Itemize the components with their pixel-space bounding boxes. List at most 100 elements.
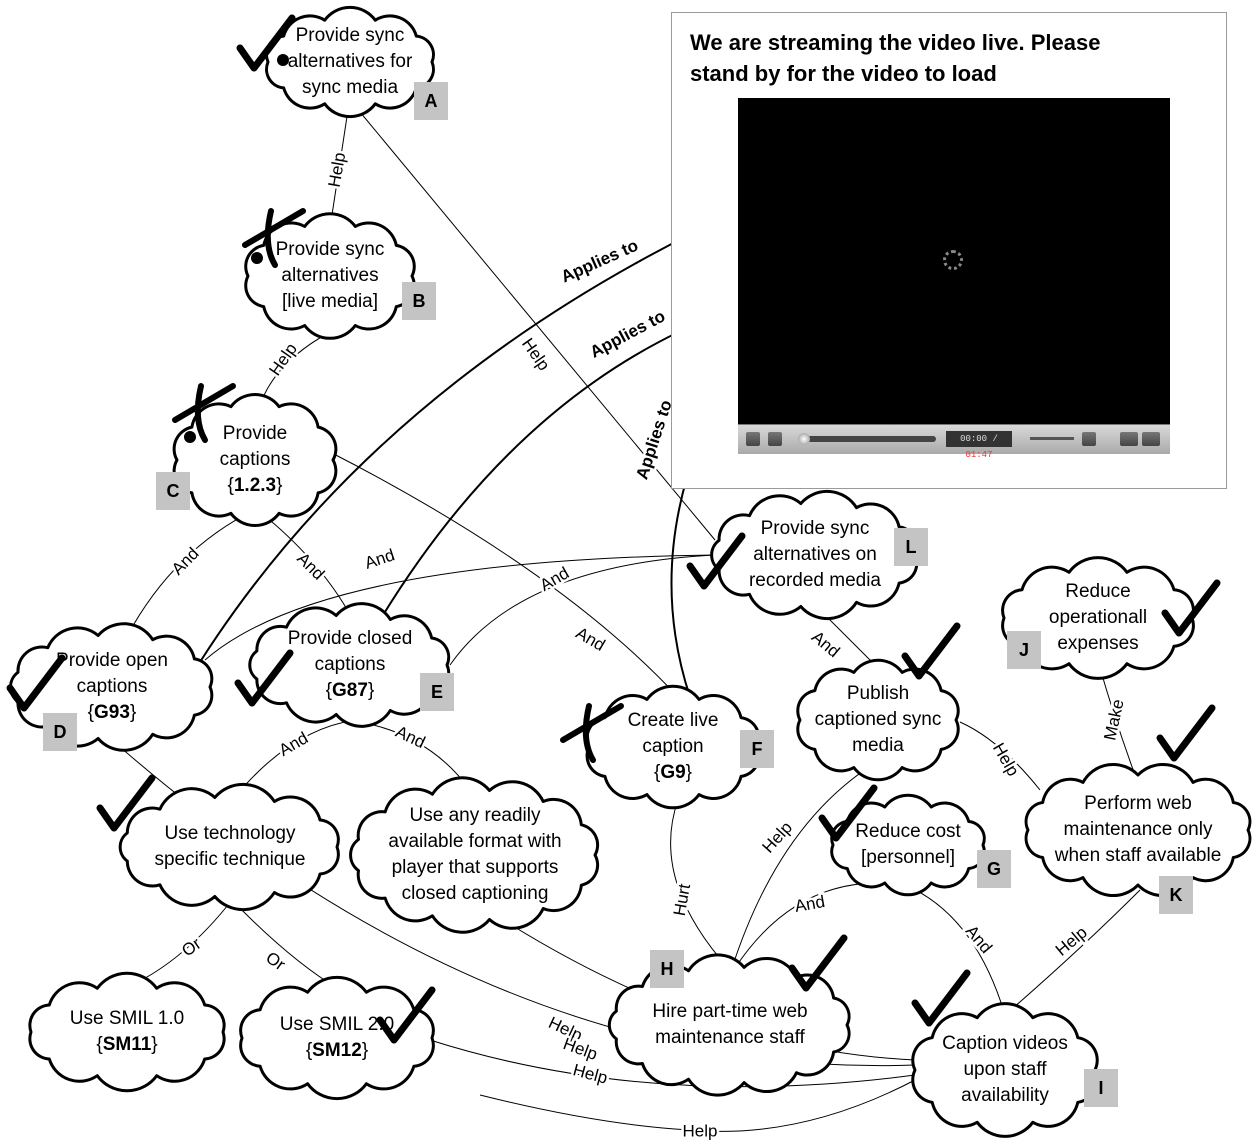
svg-text:F: F — [752, 739, 763, 759]
video-player[interactable] — [738, 98, 1170, 424]
goal-node-s2[interactable]: Use SMIL 2.0{SM12} — [239, 975, 436, 1101]
edge-p-l-label: And — [808, 627, 843, 661]
goal-label-line: closed captioning — [402, 883, 549, 904]
time-separator: / — [987, 434, 998, 444]
goal-label-line: {G9} — [654, 762, 692, 783]
edge-l-a — [359, 111, 716, 541]
check-mark-icon — [818, 784, 878, 842]
seek-handle[interactable] — [798, 433, 810, 445]
edge-e-video — [379, 310, 727, 621]
cross-mark-icon — [560, 703, 624, 763]
time-display: 00:00 / 01:47 — [946, 431, 1012, 460]
edge-k-j-label: Make — [1100, 697, 1127, 742]
goal-label-line: available format with — [388, 831, 561, 852]
edge-i-s2-label: Help — [571, 1060, 610, 1087]
goal-label-line: expenses — [1057, 633, 1138, 654]
goal-id-badge: A — [414, 82, 448, 120]
goal-node-s1[interactable]: Use SMIL 1.0{SM11} — [28, 971, 226, 1093]
goal-label-line: Caption videos — [942, 1033, 1068, 1054]
edge-i-g-label: And — [962, 922, 996, 957]
goal-label-line: Provide open — [56, 650, 168, 671]
goal-cloud-shape — [118, 782, 340, 912]
check-mark-icon — [901, 622, 961, 680]
goal-cloud-shape — [239, 975, 435, 1101]
goal-label-line: {1.2.3} — [228, 475, 283, 496]
edge-d-l — [204, 554, 716, 661]
popout-icon[interactable] — [1142, 432, 1160, 446]
edge-s2-t1-label: Or — [262, 948, 289, 975]
goal-label-line: captions — [315, 654, 386, 675]
goal-label-line: [personnel] — [861, 847, 955, 868]
edge-t1-e — [234, 719, 356, 798]
seek-bar[interactable] — [800, 436, 936, 442]
edge-t2-e-label: And — [393, 722, 428, 752]
goal-label-line: Reduce — [1065, 581, 1131, 602]
goal-label-line: {SM11} — [96, 1034, 157, 1055]
edge-c-b-label: Help — [265, 340, 301, 380]
goal-label-line: Publish — [847, 683, 909, 704]
goal-label-line: captioned sync — [815, 709, 942, 730]
goal-cloud-shape — [28, 971, 226, 1093]
fullscreen-icon[interactable] — [1120, 432, 1138, 446]
edge-e-video-label: Applies to — [587, 306, 668, 361]
video-panel: We are streaming the video live. Please … — [671, 12, 1227, 489]
edge-i-k-label: Help — [1052, 923, 1091, 960]
time-total: 01:47 — [965, 450, 993, 460]
goal-label-line: [live media] — [282, 291, 378, 312]
goal-label-line: Provide closed — [288, 628, 413, 649]
goal-label-line: Create live — [628, 710, 719, 731]
edge-k-p — [959, 721, 1041, 791]
skip-back-icon[interactable] — [768, 432, 782, 446]
edge-i-d-label: Help — [561, 1034, 600, 1064]
edge-l-a-label: Help — [518, 335, 554, 375]
goal-id-badge: G — [977, 850, 1011, 888]
edge-d-video — [199, 214, 732, 663]
edge-s1-t1-label: Or — [178, 934, 205, 961]
goal-label-line: availability — [961, 1085, 1049, 1106]
goal-label-line: when staff available — [1054, 845, 1222, 866]
edge-i-k — [1004, 889, 1141, 1016]
edge-i-g — [904, 884, 1006, 1016]
volume-slider[interactable] — [1030, 437, 1074, 440]
goal-node-g[interactable]: Reduce cost[personnel]G — [818, 784, 1011, 897]
svg-text:C: C — [167, 481, 180, 501]
cross-mark-icon — [242, 208, 306, 268]
pause-icon[interactable] — [746, 432, 760, 446]
edge-d-video-label: Applies to — [558, 236, 641, 287]
check-mark-icon — [1156, 704, 1216, 762]
edge-e-l — [449, 554, 716, 666]
edge-d-c-label: And — [168, 544, 203, 579]
edge-h-p — [731, 759, 881, 969]
goal-label-line: specific technique — [154, 849, 305, 870]
edge-b-a-label: Help — [325, 151, 350, 189]
volume-icon[interactable] — [1082, 432, 1096, 446]
svg-text:E: E — [431, 682, 443, 702]
goal-cloud-shape — [349, 776, 600, 934]
goal-label-line: player that supports — [392, 857, 559, 878]
goal-label-line: captions — [77, 676, 148, 697]
goal-id-badge: E — [420, 673, 454, 711]
goal-id-badge: L — [894, 528, 928, 566]
edge-k-p-label: Help — [989, 740, 1023, 780]
time-current: 00:00 — [960, 434, 988, 444]
goal-cloud-shape — [248, 602, 451, 728]
goal-cloud-shape — [710, 489, 919, 621]
svg-text:H: H — [661, 959, 674, 979]
goal-cloud-shape — [1001, 556, 1195, 680]
goal-label-line: Hire part-time web — [652, 1001, 807, 1022]
goal-label-line: alternatives for — [288, 51, 413, 72]
